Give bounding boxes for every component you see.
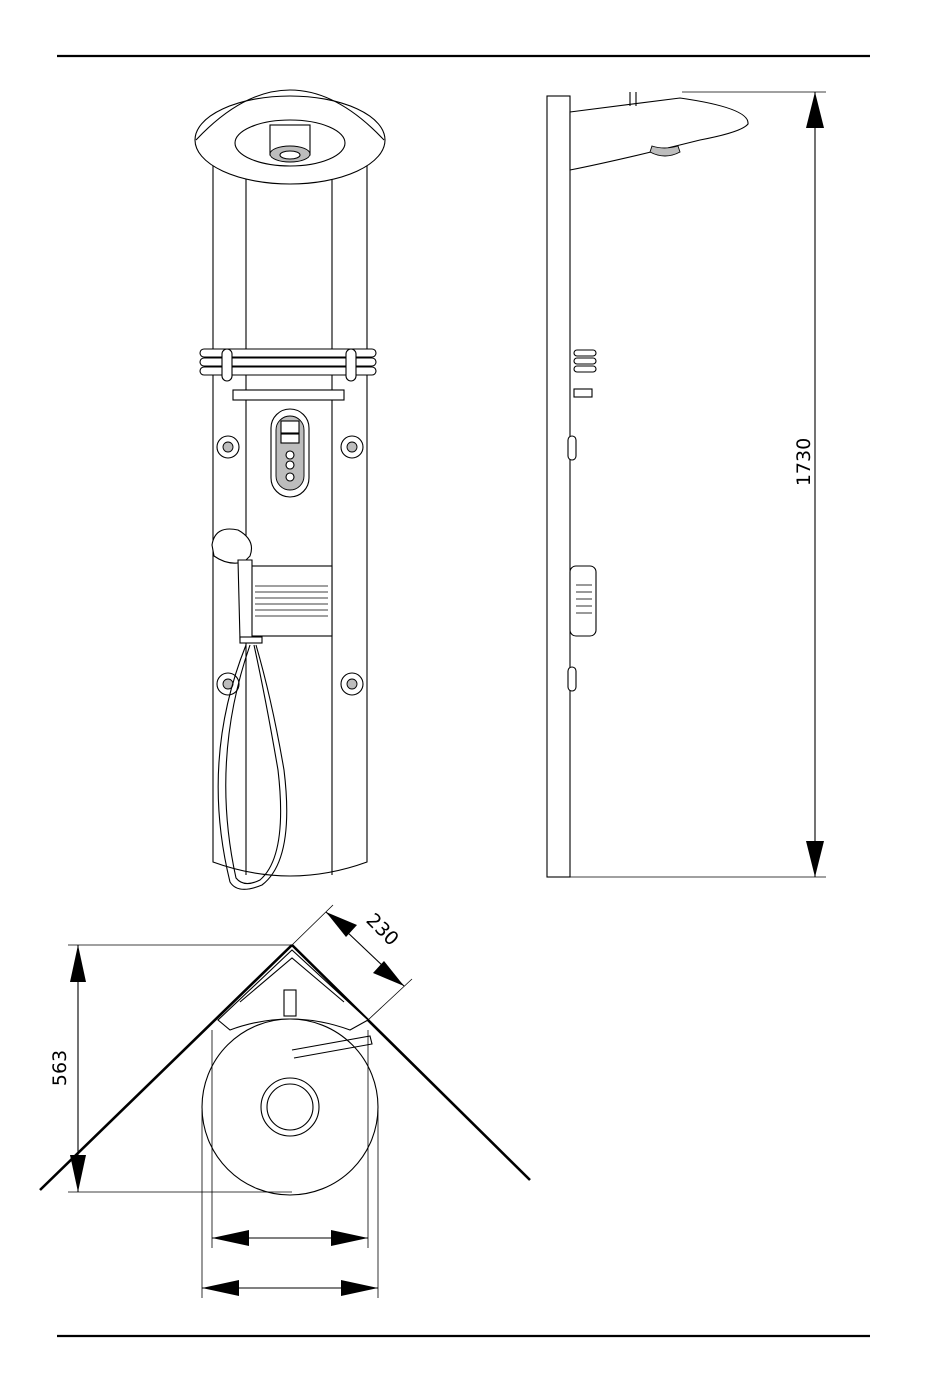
plan-view: 563 230 xyxy=(40,905,530,1298)
side-view xyxy=(547,92,748,877)
height-dimension: 1730 xyxy=(570,92,826,877)
front-view xyxy=(195,90,385,889)
shower-head-front xyxy=(195,90,385,184)
shelf-grid xyxy=(250,566,332,636)
depth-dimension-label: 230 xyxy=(362,909,403,950)
corner-dimension-label: 563 xyxy=(49,1050,71,1086)
height-dimension-label: 1730 xyxy=(793,438,815,486)
control-panel xyxy=(271,409,309,497)
